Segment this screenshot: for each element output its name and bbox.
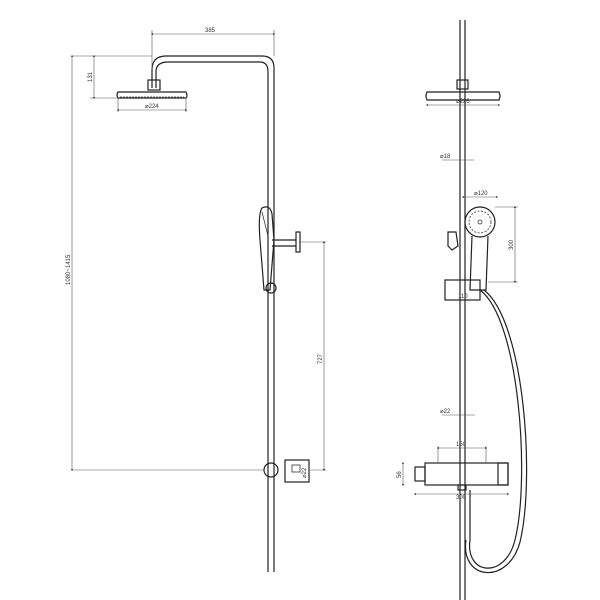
dim-pipe-diameter: ⌀18 — [440, 154, 451, 160]
dim-front-head-diameter: ⌀226 — [456, 99, 470, 105]
front-head-connector — [456, 79, 469, 90]
dim-lower-pipe-diameter: ⌀22 — [440, 409, 451, 415]
front-rain-head — [425, 91, 501, 101]
mixer-handle — [497, 462, 509, 486]
dim-head-drop: 131 — [88, 71, 94, 82]
shower-head-connector — [147, 79, 161, 91]
hand-shower — [258, 206, 275, 291]
dim-outlet-diameter: ⌀22 — [302, 467, 308, 478]
outlet-elbow — [263, 462, 279, 478]
dim-hand-shower-length: 300 — [509, 239, 515, 250]
front-view: ⌀226 ⌀18 ⌀120 300 110 ⌀22 150 56 300 — [397, 20, 528, 600]
dim-mixer-height: 56 — [397, 471, 403, 478]
dim-hand-shower-diameter: ⌀120 — [474, 191, 488, 197]
front-holder — [447, 231, 459, 251]
dim-head-diameter: ⌀224 — [145, 104, 159, 110]
overhead-arm — [151, 55, 275, 572]
front-hand-shower-face — [464, 206, 496, 238]
dim-inlet-spacing: 150 — [456, 442, 467, 448]
dim-holder-width: 110 — [458, 294, 468, 300]
slider-clamp — [265, 282, 277, 294]
thermostatic-mixer — [424, 462, 509, 486]
holder-wall-plate — [295, 231, 301, 253]
dim-arm-reach: 385 — [205, 28, 216, 34]
side-view: 385 131 ⌀224 1080~1415 727 ⌀22 — [66, 28, 326, 572]
shower-hose — [469, 289, 523, 569]
shower-holder — [272, 239, 296, 247]
mixer-inlet — [414, 466, 426, 482]
dim-total-height: 1080~1415 — [66, 254, 72, 285]
overhead-arm-inner — [155, 61, 269, 572]
dim-holder-to-outlet: 727 — [318, 353, 324, 364]
dim-mixer-width: 300 — [456, 495, 467, 501]
outlet-body — [284, 459, 310, 483]
front-hand-shower-handle — [469, 235, 489, 291]
